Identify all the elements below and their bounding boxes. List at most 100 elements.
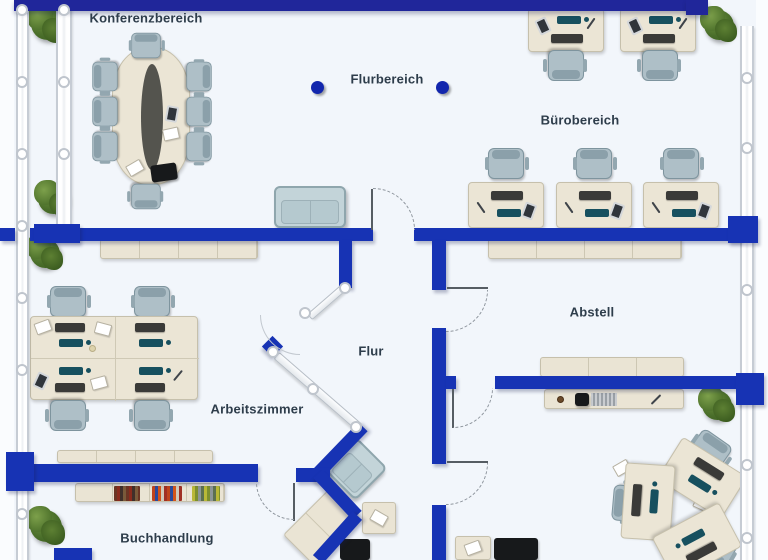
office-chair xyxy=(573,148,612,179)
monitor xyxy=(551,34,583,43)
conference-chair xyxy=(92,131,118,162)
tablet xyxy=(164,105,180,123)
plant xyxy=(26,506,66,545)
conference-chair xyxy=(128,32,161,59)
keyboard xyxy=(585,209,617,217)
keyboard xyxy=(649,489,659,514)
keyboard xyxy=(680,528,706,547)
door-arc-abstell-lower xyxy=(453,388,493,428)
mullion-node xyxy=(16,292,28,304)
mullion-node xyxy=(16,4,28,16)
glass-node xyxy=(299,307,311,319)
office-chair xyxy=(642,50,678,81)
glass-node xyxy=(339,282,351,294)
mullion-node xyxy=(741,284,753,296)
wall-junction-right xyxy=(728,216,758,243)
wall-flur-stub xyxy=(339,240,352,288)
mullion-node xyxy=(58,76,70,88)
document xyxy=(463,539,483,557)
office-chair xyxy=(485,148,524,179)
cabinet-row xyxy=(57,450,213,463)
keyboard xyxy=(59,367,91,375)
glass-node xyxy=(307,383,319,395)
monitor xyxy=(630,483,643,517)
mullion-node xyxy=(741,142,753,154)
office-chair xyxy=(134,400,170,431)
mullion-node xyxy=(741,532,753,544)
room-label-konferenzbereich: Konferenzbereich xyxy=(89,10,203,26)
books xyxy=(192,486,220,501)
desk-divider xyxy=(115,317,116,401)
sofa xyxy=(274,186,346,228)
pen xyxy=(651,201,661,214)
wall-top xyxy=(14,0,690,11)
wall-corridor-upper xyxy=(432,240,446,290)
door-arc-corridor-south xyxy=(446,463,488,505)
cabinet-row xyxy=(100,239,258,259)
document xyxy=(369,508,389,528)
wall-horizontal-main-right xyxy=(414,228,741,241)
keyboard xyxy=(139,339,171,347)
office-chair xyxy=(131,286,170,317)
plant xyxy=(698,386,735,423)
office-chair xyxy=(548,50,584,81)
mullion-node xyxy=(58,148,70,160)
monitor xyxy=(135,383,165,392)
books xyxy=(114,486,140,501)
window-wall-left-inner xyxy=(56,8,72,238)
pen xyxy=(476,201,486,214)
window-wall-left-outer xyxy=(16,8,29,560)
conference-chair xyxy=(186,131,212,162)
conference-chair xyxy=(186,61,212,92)
glass-node xyxy=(350,421,362,433)
mullion-node xyxy=(741,459,753,471)
door-leaf-corridor-south xyxy=(447,461,488,463)
mullion-node xyxy=(16,220,28,232)
wall-bottom-stub xyxy=(54,548,92,560)
keyboard xyxy=(139,367,171,375)
wall-horizontal-main-left xyxy=(30,228,373,241)
room-label-flurbereich: Flurbereich xyxy=(350,71,424,87)
room-label-abstell: Abstell xyxy=(569,304,615,320)
desk-cluster xyxy=(610,427,762,560)
wall-buchhandlung xyxy=(6,464,258,482)
room-label-arbeitszimmer: Arbeitszimmer xyxy=(210,401,304,417)
monitor xyxy=(55,323,85,332)
laptop xyxy=(149,162,179,183)
plant xyxy=(700,6,737,43)
door-arc-abstell-upper xyxy=(446,290,488,332)
document xyxy=(33,318,53,336)
side-table xyxy=(362,502,396,534)
office-chair xyxy=(660,148,699,179)
low-table-black xyxy=(340,539,370,560)
office-desk xyxy=(643,182,719,228)
wall-junction-left xyxy=(34,224,80,243)
conference-chair xyxy=(186,96,212,127)
wall-junction-abstell-right xyxy=(736,373,764,405)
wall-junction-buchhandlung-left xyxy=(6,452,34,491)
door-leaf-buchhandlung xyxy=(293,483,295,521)
keyboard xyxy=(497,209,529,217)
tablet xyxy=(695,201,713,221)
conference-chair xyxy=(131,183,161,210)
notepad xyxy=(89,375,109,391)
keyboard xyxy=(59,339,91,347)
monitor xyxy=(491,191,523,200)
door-leaf-flurbereich xyxy=(371,189,373,230)
mug xyxy=(89,345,96,352)
side-table xyxy=(455,536,491,560)
sideboard-upper xyxy=(540,357,684,377)
door-leaf-abstell-upper xyxy=(447,287,488,289)
wall-horizontal-left-stub xyxy=(0,228,15,241)
tablet xyxy=(534,16,552,36)
monitor xyxy=(643,34,675,43)
keyboard xyxy=(649,16,681,24)
mullion-node xyxy=(58,4,70,16)
tablet xyxy=(520,201,538,221)
pen xyxy=(173,369,183,382)
wall-top-corner xyxy=(686,0,708,15)
paper-stack xyxy=(591,393,617,406)
office-desk xyxy=(556,182,632,228)
keyboard xyxy=(672,209,704,217)
group-desk xyxy=(30,316,199,401)
